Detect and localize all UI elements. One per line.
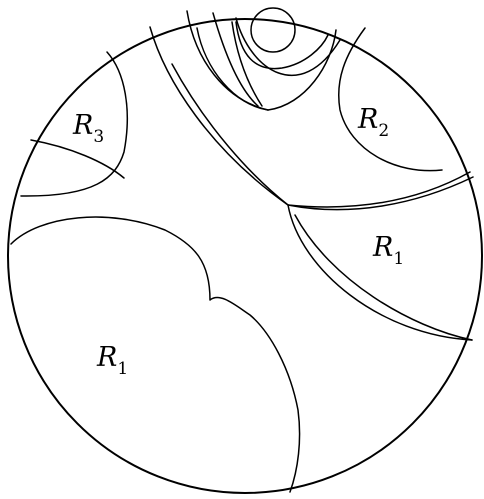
r1-left-boundary-arc [10, 216, 301, 493]
top-arc-6 [235, 17, 341, 76]
r3-boundary-arc [20, 51, 129, 197]
top-arc-5 [267, 29, 337, 111]
top-arc-2 [196, 27, 269, 111]
r1-right-arc-outer [287, 204, 473, 341]
label-r2: R2 [357, 104, 389, 141]
top-arc-4 [231, 21, 263, 107]
vertex-arc-lower [287, 176, 474, 211]
long-arc-inner [171, 63, 289, 206]
r1-right-arc-inner [294, 214, 473, 341]
label-r1-right: R1 [372, 232, 404, 269]
top-small-partial-arc [235, 21, 329, 70]
label-r3: R3 [72, 110, 104, 147]
top-arc-3 [212, 12, 259, 107]
label-r1-left: R1 [96, 342, 128, 379]
r2-boundary-arc [338, 27, 443, 172]
vertex-arc-upper [287, 171, 471, 208]
disk-boundary [7, 18, 483, 494]
long-arc-outer [149, 26, 289, 206]
r3-crossing-arc [30, 139, 125, 179]
top-small-circle [250, 7, 296, 53]
